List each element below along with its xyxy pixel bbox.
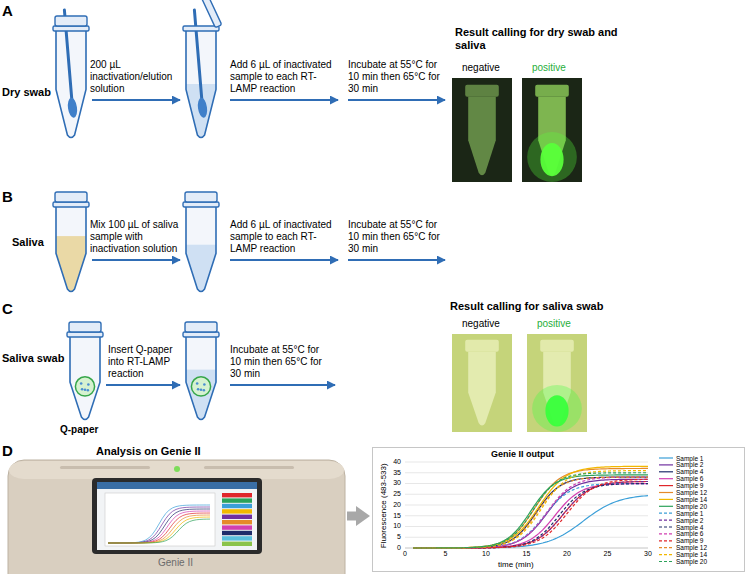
legend-swatch bbox=[659, 520, 673, 521]
device-photo: Analysis on Genie IIGenie II bbox=[8, 460, 345, 574]
legend-swatch bbox=[659, 513, 673, 514]
tube-drawing bbox=[67, 322, 103, 420]
panel-letter: D bbox=[2, 442, 13, 460]
result-label: positive bbox=[532, 62, 566, 74]
result-label: positive bbox=[537, 318, 571, 330]
legend-text: Sample 1 bbox=[676, 455, 703, 462]
flow-connector bbox=[347, 512, 356, 521]
legend-text: Sample 6 bbox=[676, 475, 703, 482]
result-photo bbox=[527, 334, 587, 432]
device-drawing bbox=[8, 460, 345, 574]
tube-drawing bbox=[53, 10, 89, 138]
legend-text: Sample 6 bbox=[676, 530, 703, 537]
step-text: Incubate at 55°C for 10 min then 65°C fo… bbox=[348, 219, 446, 255]
tick-label: 5 bbox=[438, 550, 454, 558]
sample-type: Dry swab bbox=[2, 86, 51, 99]
sample-type: Saliva bbox=[12, 236, 44, 249]
legend-text: Sample 20 bbox=[676, 503, 707, 510]
legend-swatch bbox=[659, 464, 673, 465]
step-text: Insert Q-paper into RT-LAMP reaction bbox=[108, 344, 182, 380]
device-label: Genie II bbox=[158, 557, 193, 569]
legend-swatch bbox=[659, 527, 673, 528]
tube-drawing bbox=[183, 192, 219, 331]
axis-title: time (min) bbox=[498, 560, 534, 570]
legend-text: Sample 12 bbox=[676, 489, 707, 496]
tube-drawing bbox=[183, 322, 219, 454]
legend-text: Sample 14 bbox=[676, 551, 707, 558]
legend-swatch bbox=[659, 499, 673, 500]
flow-arrow bbox=[92, 99, 180, 101]
result-heading: Result calling for saliva swab bbox=[450, 300, 670, 313]
step-text: Incubate at 55°C for 10 min then 65°C fo… bbox=[348, 59, 446, 95]
tick-label: 15 bbox=[519, 550, 535, 558]
step-text: Add 6 µL of inactivated sample to each R… bbox=[230, 59, 340, 95]
step-text: Add 6 µL of inactivated sample to each R… bbox=[230, 219, 340, 255]
result-label: negative bbox=[462, 318, 500, 330]
panel-letter: A bbox=[2, 2, 13, 20]
sample-type: Saliva swab bbox=[2, 352, 64, 365]
legend-text: Sample 14 bbox=[676, 496, 707, 503]
legend-text: Sample 4 bbox=[676, 468, 703, 475]
legend-swatch bbox=[659, 533, 673, 534]
legend-swatch bbox=[659, 561, 673, 562]
axis-title: Fluorescence (483-533) bbox=[379, 451, 389, 561]
flow-arrow bbox=[230, 99, 338, 101]
legend-swatch bbox=[659, 471, 673, 472]
legend-text: Sample 12 bbox=[676, 544, 707, 551]
chart-plot bbox=[372, 447, 745, 572]
flow-arrow bbox=[106, 384, 180, 386]
step-text: Incubate at 55°C for 10 min then 65°C fo… bbox=[230, 344, 328, 380]
flow-arrow bbox=[230, 384, 335, 386]
flow-arrow bbox=[230, 259, 338, 261]
legend-text: Sample 20 bbox=[676, 558, 707, 565]
chart-title: Genie II output bbox=[491, 449, 554, 460]
panel-heading: Analysis on Genie II bbox=[96, 445, 201, 458]
legend-swatch bbox=[659, 485, 673, 486]
result-photo bbox=[452, 78, 512, 182]
legend-swatch bbox=[659, 547, 673, 548]
tick-label: 25 bbox=[600, 550, 616, 558]
part-label: Q-paper bbox=[60, 424, 98, 436]
tube-drawing bbox=[183, 0, 222, 192]
legend-text: Sample 2 bbox=[676, 517, 703, 524]
step-text: 200 µL inactivation/elution solution bbox=[90, 59, 182, 95]
tick-label: 30 bbox=[640, 550, 656, 558]
legend-swatch bbox=[659, 492, 673, 493]
result-label: negative bbox=[462, 62, 500, 74]
tick-label: 20 bbox=[559, 550, 575, 558]
flow-arrow bbox=[92, 259, 180, 261]
tube-drawing bbox=[53, 192, 89, 322]
legend-swatch bbox=[659, 506, 673, 507]
result-heading: Result calling for dry swab and saliva bbox=[455, 26, 620, 52]
flow-arrow bbox=[348, 99, 445, 101]
legend-swatch bbox=[659, 478, 673, 479]
legend-swatch bbox=[659, 554, 673, 555]
legend-text: Sample 9 bbox=[676, 482, 703, 489]
legend-text: Sample 4 bbox=[676, 524, 703, 531]
legend-text: Sample 1 bbox=[676, 510, 703, 517]
legend-text: Sample 2 bbox=[676, 461, 703, 468]
panel-letter: B bbox=[2, 188, 13, 206]
tick-label: 0 bbox=[397, 550, 413, 558]
legend-swatch bbox=[659, 458, 673, 459]
result-photo bbox=[452, 334, 512, 432]
legend-text: Sample 9 bbox=[676, 537, 703, 544]
chart-panel: Genie II output Fluorescence (483-533) tim… bbox=[372, 447, 745, 572]
result-photo bbox=[522, 78, 582, 182]
panel-letter: C bbox=[2, 300, 13, 318]
step-text: Mix 100 µL of saliva sample with inactiv… bbox=[90, 219, 182, 255]
legend-swatch bbox=[659, 540, 673, 541]
tick-label: 10 bbox=[478, 550, 494, 558]
flow-arrow bbox=[348, 259, 445, 261]
